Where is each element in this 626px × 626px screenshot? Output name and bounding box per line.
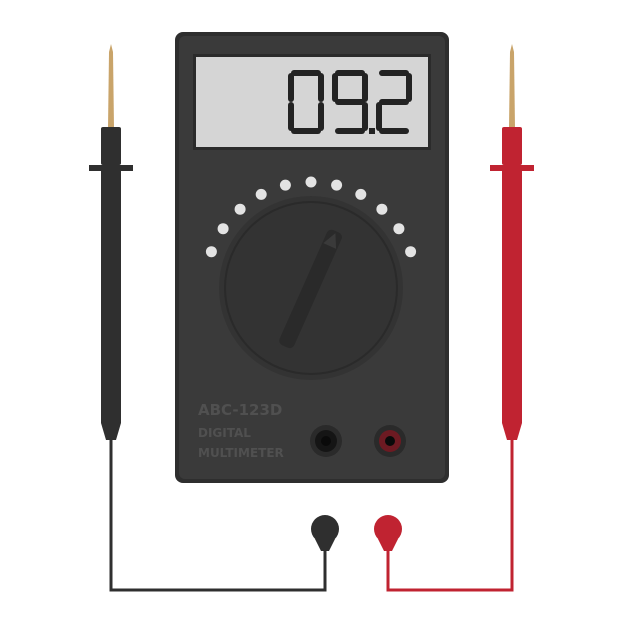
dial-position-dot[interactable] — [405, 246, 417, 258]
red-probe-tip — [509, 44, 515, 128]
lcd-screen — [193, 54, 431, 150]
dial-position-dot[interactable] — [331, 179, 343, 191]
black-probe[interactable] — [89, 44, 133, 440]
red-probe-handle — [502, 171, 522, 423]
red-probe[interactable] — [490, 44, 534, 440]
lcd-digit — [376, 70, 412, 134]
dial-pointer — [279, 229, 342, 349]
model-label: ABC-123D — [198, 401, 282, 419]
black-probe-handle — [101, 171, 121, 423]
red-plug[interactable] — [374, 515, 402, 551]
dial-position-dot[interactable] — [217, 223, 229, 235]
lcd-digit — [288, 70, 324, 134]
dial-position-dot[interactable] — [205, 246, 217, 258]
black-jack-icon[interactable] — [310, 425, 342, 457]
dial-positions — [205, 176, 417, 258]
red-jack-icon[interactable] — [374, 425, 406, 457]
dial-position-dot[interactable] — [376, 203, 388, 215]
red-probe-guard — [490, 165, 534, 171]
lcd-digit — [332, 70, 368, 134]
dial-position-dot[interactable] — [355, 188, 367, 200]
rotary-dial[interactable] — [219, 196, 403, 380]
type-label-line1: DIGITAL — [198, 426, 251, 440]
dial-position-dot[interactable] — [255, 188, 267, 200]
dial-position-dot[interactable] — [279, 179, 291, 191]
black-plug[interactable] — [311, 515, 339, 551]
black-probe-guard — [89, 165, 133, 171]
type-label-line2: MULTIMETER — [198, 446, 284, 460]
red-wire — [386, 440, 514, 592]
lcd-decimal-point — [369, 128, 375, 134]
black-wire — [109, 440, 327, 592]
dial-position-dot[interactable] — [234, 203, 246, 215]
lcd-reading — [288, 70, 412, 134]
dial-position-dot[interactable] — [305, 176, 317, 188]
black-probe-tip — [108, 44, 114, 128]
dial-position-dot[interactable] — [393, 223, 405, 235]
